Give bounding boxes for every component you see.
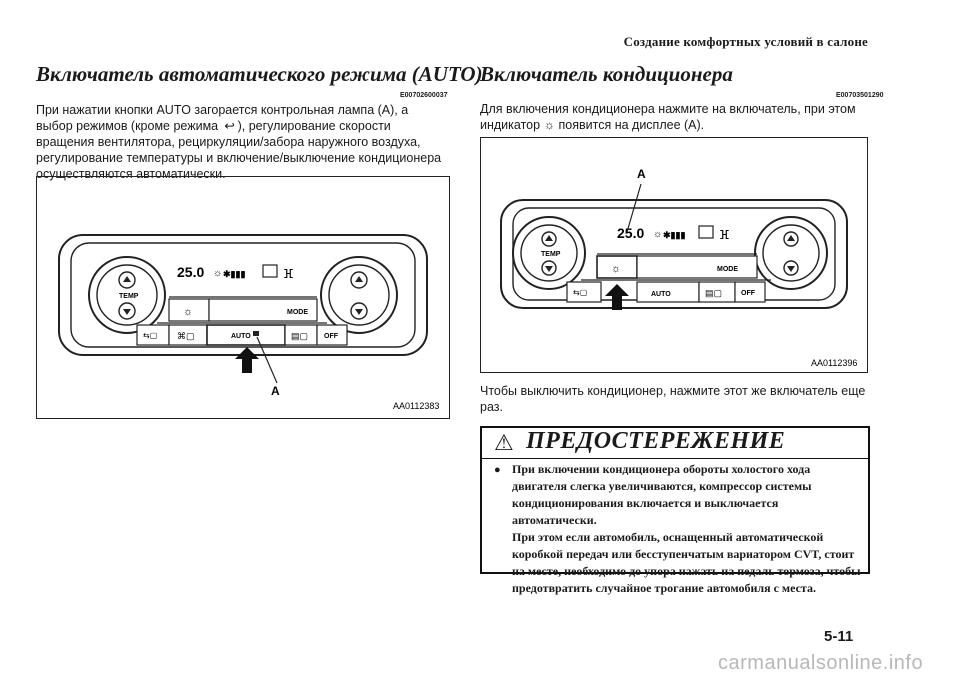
ac-snowflake-icon: ☼ — [183, 306, 193, 318]
snowflake-icon: ☼ — [213, 268, 222, 279]
auto-indicator-lamp — [253, 331, 259, 336]
callout-label: A — [637, 167, 646, 181]
temp-label: TEMP — [119, 293, 139, 300]
warning-line: коробкой передач или бесступенчатым вари… — [512, 547, 855, 561]
figure-id: AA0112396 — [811, 358, 857, 368]
right-paragraph-line-pre: индикатор — [480, 118, 541, 132]
right-section-code: E00703501290 — [836, 92, 884, 99]
airflow-mode-icon: ⴼ — [283, 267, 294, 281]
warning-triangle-icon: ⚠ — [494, 430, 514, 455]
rear-defrost-icon: ▤▢ — [705, 288, 722, 298]
temp-knob — [512, 216, 586, 290]
bullet-icon: ● — [494, 464, 501, 476]
defrost-icon: ⌘▢ — [177, 331, 195, 341]
press-arrow-icon — [605, 284, 629, 310]
right-figure: TEMP 25.0 ☼ ✱▮▮▮ ⴼ ☼ MODE ⇆▢ AUTO ▤▢ OFF… — [480, 137, 868, 373]
climate-panel-illustration: TEMP 25.0 ☼ ✱▮▮▮ ⴼ ☼ MODE ⇆▢ AUTO ▤▢ OFF… — [500, 167, 857, 368]
warning-line: При включении кондиционера обороты холос… — [512, 462, 811, 476]
display-temperature: 25.0 — [617, 225, 644, 241]
warning-box: ⚠ ПРЕДОСТЕРЕЖЕНИЕ ● При включении кондиц… — [480, 426, 870, 595]
left-paragraph-line: осуществляются автоматически. — [36, 167, 226, 181]
fan-speed-indicator: ✱▮▮▮ — [223, 269, 245, 279]
left-paragraph-line: При нажатии кнопки AUTO загорается контр… — [36, 103, 409, 117]
warning-line: При этом если автомобиль, оснащенный авт… — [512, 530, 824, 544]
left-paragraph-line-text: выбор режимов (кроме режима — [36, 119, 222, 133]
right-paragraph: Для включения кондиционера нажмите на вк… — [480, 101, 880, 133]
snowflake-icon: ☼ — [653, 229, 662, 240]
fan-knob — [754, 216, 828, 290]
right-paragraph-line: Для включения кондиционера нажмите на вк… — [480, 102, 856, 116]
rear-defrost-icon: ▤▢ — [291, 331, 308, 341]
off-button[interactable] — [734, 281, 766, 303]
warning-line: двигателя слегка увеличиваются, компресс… — [512, 479, 812, 493]
recirc-icon: ⇆▢ — [143, 331, 157, 340]
warning-heading: ПРЕДОСТЕРЕЖЕНИЕ — [526, 428, 786, 454]
recirc-button[interactable] — [566, 281, 602, 303]
left-figure: TEMP 25.0 ☼ ✱▮▮▮ ⴼ ☼ MODE ⇆▢ ⌘▢ AUTO ▤▢ … — [36, 176, 450, 419]
mode-label: MODE — [717, 266, 738, 273]
fan-speed-indicator: ✱▮▮▮ — [663, 230, 685, 240]
recirc-icon: ⇆▢ — [573, 288, 587, 297]
left-section-code: E00702600037 — [400, 92, 448, 99]
off-button[interactable] — [316, 324, 348, 346]
watermark: carmanualsonline.info — [718, 652, 924, 674]
off-label: OFF — [741, 290, 756, 297]
page-number: 5-11 — [824, 628, 854, 645]
left-paragraph-line-tail: ), регулирование скорости — [237, 119, 391, 133]
right-paragraph-line: индикатор ☼ появится на дисплее (A). — [480, 117, 880, 133]
callout-label: A — [271, 384, 280, 398]
figure-id: AA0112383 — [393, 401, 439, 411]
warning-header: ⚠ ПРЕДОСТЕРЕЖЕНИЕ — [482, 428, 868, 459]
climate-panel-illustration: TEMP 25.0 ☼ ✱▮▮▮ ⴼ ☼ MODE ⇆▢ ⌘▢ AUTO ▤▢ … — [58, 234, 439, 411]
mode-label: MODE — [287, 309, 308, 316]
section-header: Создание комфортных условий в салоне — [623, 34, 868, 49]
right-section-title: Включатель кондиционера — [480, 62, 733, 86]
warning-line: кондиционирования включается и выключает… — [512, 496, 779, 527]
left-paragraph: При нажатии кнопки AUTO загорается контр… — [36, 102, 456, 182]
left-paragraph-line: регулирование температуры и включение/вы… — [36, 151, 442, 165]
ac-snowflake-icon: ☼ — [611, 263, 621, 275]
off-label: OFF — [324, 333, 339, 340]
left-section-title: Включатель автоматического режима (AUTO) — [36, 62, 483, 86]
auto-label: AUTO — [231, 333, 251, 340]
auto-label: AUTO — [651, 291, 671, 298]
right-after-line: раз. — [480, 400, 503, 414]
warning-line: на месте, необходимо до упора нажать на … — [512, 564, 861, 578]
mode-button[interactable] — [636, 255, 758, 279]
airflow-mode-icon: ⴼ — [719, 228, 730, 242]
warning-body: При включении кондиционера обороты холос… — [512, 461, 862, 597]
temp-knob — [88, 256, 166, 334]
warning-line: предотвратить случайное трогание автомоб… — [512, 581, 816, 595]
recirc-mode-icon: ↩ — [224, 119, 235, 133]
temp-label: TEMP — [541, 251, 561, 258]
left-paragraph-line: вращения вентилятора, рециркуляции/забор… — [36, 135, 421, 149]
left-paragraph-line: выбор режимов (кроме режима ↩), регулиро… — [36, 118, 456, 134]
mode-button[interactable] — [208, 298, 318, 322]
display-temperature: 25.0 — [177, 264, 204, 280]
fan-knob — [320, 256, 398, 334]
right-after-text: Чтобы выключить кондиционер, нажмите это… — [480, 383, 880, 415]
press-arrow-icon — [235, 347, 259, 373]
right-after-line: Чтобы выключить кондиционер, нажмите это… — [480, 384, 866, 398]
snowflake-icon: ☼ — [543, 118, 556, 132]
right-paragraph-line-post: появится на дисплее (A). — [558, 118, 705, 132]
